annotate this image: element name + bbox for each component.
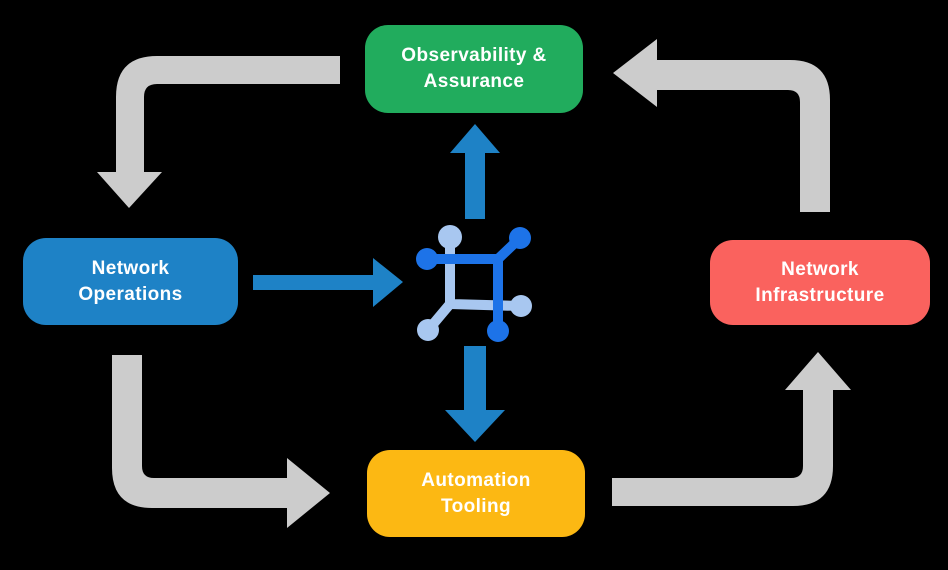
cycle-arrows xyxy=(97,39,851,528)
arrow-observability-to-operations xyxy=(97,56,340,208)
arrow-icon-to-observability xyxy=(450,124,500,219)
arrow-icon-to-tooling xyxy=(445,346,505,442)
flow-arrows xyxy=(253,124,505,442)
node-operations-label-line1: Network xyxy=(91,257,170,279)
node-observability: Observability & Assurance xyxy=(365,25,583,113)
node-observability-label-line1: Observability & xyxy=(401,45,547,66)
arrow-operations-to-icon xyxy=(253,258,403,307)
node-operations: Network Operations xyxy=(23,238,238,325)
node-tooling-label-line2: Tooling xyxy=(441,495,511,517)
node-infrastructure-label-line2: Infrastructure xyxy=(755,284,885,306)
node-operations-label-line2: Operations xyxy=(78,283,183,305)
arrow-infrastructure-to-observability xyxy=(613,39,830,212)
node-infrastructure-label-line1: Network xyxy=(781,258,859,280)
arrow-tooling-to-infrastructure xyxy=(612,352,851,506)
arrow-operations-to-tooling xyxy=(112,355,330,528)
node-tooling: Automation Tooling xyxy=(367,450,585,537)
node-observability-label-line2: Assurance xyxy=(423,71,525,92)
network-automation-icon xyxy=(416,225,532,342)
node-infrastructure: Network Infrastructure xyxy=(710,240,930,325)
node-tooling-label-line1: Automation xyxy=(421,469,531,491)
icon-dark-parts xyxy=(416,227,531,342)
